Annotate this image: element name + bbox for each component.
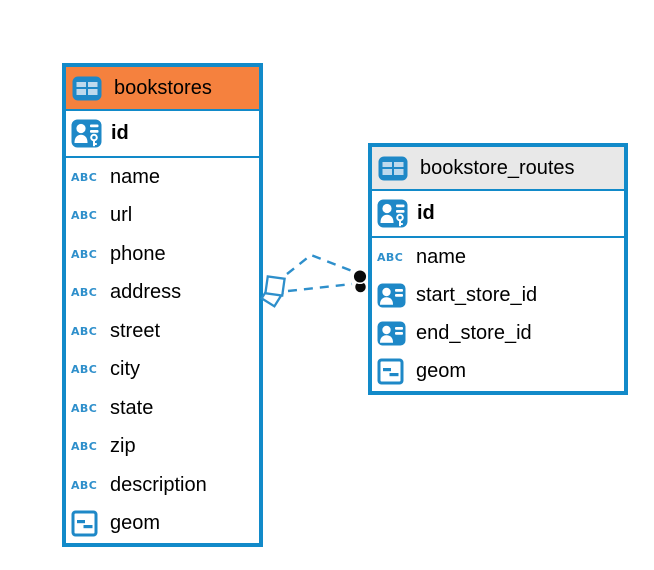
- text-type-icon: ABC: [71, 478, 98, 492]
- columns-list: ABC name start_store_id: [372, 238, 624, 391]
- column-row-zip[interactable]: ABC zip: [66, 427, 259, 466]
- text-type-icon: ABC: [71, 401, 98, 415]
- foreign-key-icon: [377, 283, 410, 308]
- table-name: bookstore_routes: [420, 156, 575, 179]
- text-type-icon: ABC: [71, 209, 98, 223]
- geometry-type-icon: [71, 510, 104, 537]
- column-name: city: [110, 358, 140, 381]
- column-row-name[interactable]: ABC name: [66, 158, 259, 197]
- column-name: description: [110, 473, 207, 496]
- text-type-icon: ABC: [71, 324, 98, 338]
- column-row-name[interactable]: ABC name: [372, 238, 624, 277]
- table-bookstore-routes[interactable]: bookstore_routes id: [368, 143, 628, 395]
- column-row-id[interactable]: id: [66, 111, 259, 158]
- column-row-state[interactable]: ABC state: [66, 389, 259, 428]
- column-row-geom[interactable]: geom: [372, 352, 624, 391]
- primary-key-icon: [71, 118, 104, 149]
- relationship-target-endpoint[interactable]: [352, 268, 368, 294]
- column-name: name: [110, 165, 161, 188]
- column-row-end-store-id[interactable]: end_store_id: [372, 314, 624, 353]
- column-name: state: [110, 396, 154, 419]
- table-header-bookstores[interactable]: bookstores: [66, 67, 259, 111]
- column-row-geom[interactable]: geom: [66, 504, 259, 543]
- geometry-type-icon: [377, 358, 410, 385]
- column-row-start-store-id[interactable]: start_store_id: [372, 276, 624, 315]
- column-row-address[interactable]: ABC address: [66, 273, 259, 312]
- column-row-url[interactable]: ABC url: [66, 196, 259, 235]
- text-type-icon: ABC: [71, 286, 98, 300]
- foreign-key-icon: [377, 321, 410, 346]
- relationship-source-endpoint[interactable]: [260, 275, 286, 308]
- column-row-description[interactable]: ABC description: [66, 466, 259, 505]
- relationship-line-start[interactable]: [286, 253, 353, 275]
- table-bookstores[interactable]: bookstores id: [62, 63, 263, 547]
- column-name: id: [417, 202, 435, 224]
- text-type-icon: ABC: [377, 250, 404, 264]
- text-type-icon: ABC: [71, 440, 98, 454]
- column-name: end_store_id: [416, 322, 532, 345]
- column-name: phone: [110, 242, 166, 265]
- table-header-bookstore-routes[interactable]: bookstore_routes: [372, 147, 624, 191]
- text-type-icon: ABC: [71, 170, 98, 184]
- column-row-id[interactable]: id: [372, 191, 624, 238]
- column-name: geom: [416, 360, 467, 383]
- column-name: name: [416, 245, 467, 268]
- text-type-icon: ABC: [71, 363, 98, 377]
- column-name: address: [110, 281, 182, 304]
- column-name: start_store_id: [416, 283, 538, 306]
- column-row-phone[interactable]: ABC phone: [66, 235, 259, 274]
- column-name: url: [110, 204, 133, 227]
- columns-list: ABC name ABC url ABC phone ABC address A…: [66, 158, 259, 543]
- column-name: zip: [110, 435, 136, 458]
- column-row-city[interactable]: ABC city: [66, 350, 259, 389]
- column-name: geom: [110, 512, 161, 535]
- text-type-icon: ABC: [71, 247, 98, 261]
- relationship-lines[interactable]: [286, 253, 353, 293]
- column-name: street: [110, 319, 161, 342]
- table-name: bookstores: [114, 76, 212, 99]
- column-name: id: [111, 122, 129, 144]
- primary-key-icon: [377, 198, 410, 229]
- table-icon: [378, 156, 411, 181]
- column-row-street[interactable]: ABC street: [66, 312, 259, 351]
- table-icon: [72, 76, 105, 101]
- relationship-line-end[interactable]: [287, 282, 353, 293]
